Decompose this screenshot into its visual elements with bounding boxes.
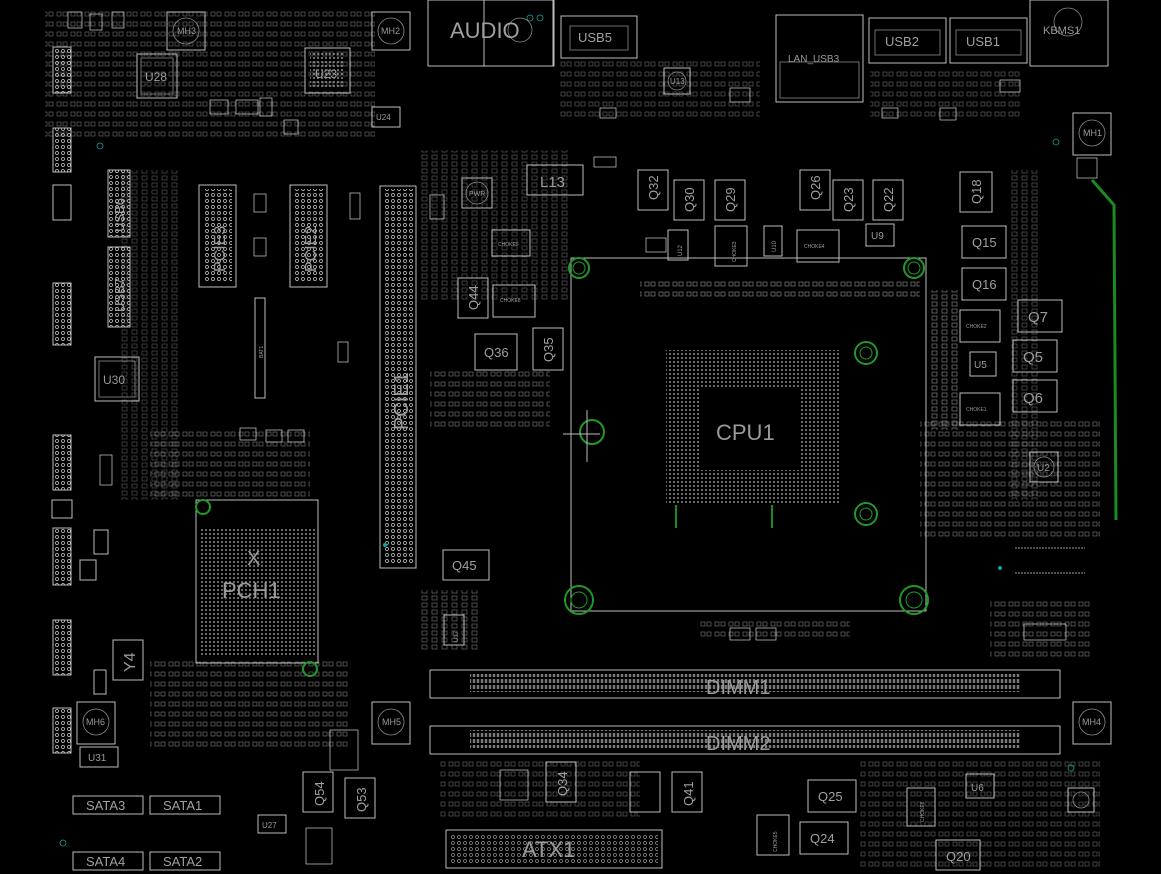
q36-label: Q36 <box>484 345 509 360</box>
usb6-label: USB6 <box>112 198 127 232</box>
q26-label: Q26 <box>808 175 823 200</box>
u23-label: U23 <box>315 67 337 81</box>
pcie1-label: PCIE1 <box>391 372 413 430</box>
u10-label: U10 <box>772 240 778 252</box>
dimm-slots: DIMM1 DIMM2 <box>429 669 1061 755</box>
mh1-label: MH1 <box>1083 128 1102 138</box>
q29-label: Q29 <box>723 187 738 212</box>
pch1-label: PCH1 <box>222 578 281 603</box>
svg-text:X: X <box>247 548 260 570</box>
u24-label: U24 <box>376 113 391 122</box>
u5-label: U5 <box>974 360 987 371</box>
q54-label: Q54 <box>312 781 327 806</box>
cpu1-label: CPU1 <box>716 420 775 445</box>
choke4-label: CHOKE4 <box>804 244 825 250</box>
q7-label: Q7 <box>1028 309 1048 326</box>
choke2-label: CHOKE2 <box>966 324 987 330</box>
usb5-label: USB5 <box>578 30 612 45</box>
atx1-label: ATX1 <box>522 837 575 862</box>
u12-label: U12 <box>678 244 684 256</box>
u17-label: U17 <box>454 630 460 642</box>
mounting-holes: MH3 MH2 MH1 MH6 MH5 MH4 <box>76 11 1112 745</box>
bat1-label: BAT1 <box>259 346 265 358</box>
q5-label: Q5 <box>1023 349 1043 366</box>
q22-label: Q22 <box>881 187 896 212</box>
mh2-label: MH2 <box>381 26 400 36</box>
top-ics: U28 U23 U24 U13 L13 PWR <box>136 47 691 209</box>
sata1-label: SATA1 <box>163 798 202 813</box>
choke3-label: CHOKE3 <box>732 241 738 262</box>
q34-label: Q34 <box>555 771 570 796</box>
sata4-label: SATA4 <box>86 854 125 869</box>
pcie1-slot: PCIE1 <box>379 185 417 569</box>
mid-left-headers: USB6 USB7 PCIE3 PCIE2 BAT1 U30 <box>94 169 328 402</box>
choke1-label: CHOKE1 <box>966 407 987 413</box>
audio-label: AUDIO <box>450 18 520 43</box>
u28-label: U28 <box>145 70 167 84</box>
mh3-label: MH3 <box>177 26 196 36</box>
vrm-area: Q32 Q30 Q29 Q26 Q23 Q22 Q18 Q15 Q16 Q7 Q… <box>442 169 1085 646</box>
q45-label: Q45 <box>452 558 477 573</box>
q44-label: Q44 <box>466 285 481 310</box>
sata2-label: SATA2 <box>163 854 202 869</box>
q24-label: Q24 <box>810 831 835 846</box>
y4-label: Y4 <box>122 652 139 672</box>
q32-label: Q32 <box>646 175 661 200</box>
u6-label: U6 <box>971 783 984 794</box>
kbms1-label: KBMS1 <box>1043 25 1080 37</box>
dimm1-label: DIMM1 <box>706 677 770 699</box>
lan-usb3-label: LAN_USB3 <box>788 54 840 65</box>
q53-label: Q53 <box>354 787 369 812</box>
q35-label: Q35 <box>541 337 556 362</box>
u2-label: U2 <box>1037 463 1050 474</box>
choke5-label: CHOKE5 <box>773 831 779 852</box>
rear-io: AUDIO USB5 LAN_USB3 USB2 USB1 KBMS1 <box>427 0 1109 103</box>
choke6-label: CHOKE6 <box>920 801 926 822</box>
dimm2-label: DIMM2 <box>706 733 770 755</box>
choke9-label: CHOKE9 <box>498 242 519 248</box>
cpu-socket: CPU1 <box>563 257 929 615</box>
mh4-label: MH4 <box>1082 717 1101 727</box>
pwr-label: PWR <box>469 191 485 198</box>
mh6-label: MH6 <box>86 717 105 727</box>
q15-label: Q15 <box>972 235 997 250</box>
q41-label: Q41 <box>681 781 696 806</box>
sata3-label: SATA3 <box>86 798 125 813</box>
mh5-label: MH5 <box>382 717 401 727</box>
usb1-label: USB1 <box>966 34 1000 49</box>
q23-label: Q23 <box>841 187 856 212</box>
q16-label: Q16 <box>972 277 997 292</box>
u31-label: U31 <box>88 753 107 764</box>
u13-label: U13 <box>670 77 685 86</box>
l13-label: L13 <box>540 174 565 191</box>
left-headers <box>51 46 109 754</box>
choke8-label: CHOKE8 <box>500 298 521 304</box>
q6-label: Q6 <box>1023 390 1043 407</box>
u27-label: U27 <box>262 821 277 830</box>
pcie3-label: PCIE3 <box>212 226 229 272</box>
u30-label: U30 <box>103 373 125 387</box>
q18-label: Q18 <box>969 179 984 204</box>
pch-chip: PCH1 X Y4 <box>112 499 319 681</box>
q30-label: Q30 <box>682 187 697 212</box>
q25-label: Q25 <box>818 789 843 804</box>
pcie2-label: PCIE2 <box>303 226 320 272</box>
q20-label: Q20 <box>946 849 971 864</box>
misc-small-parts <box>67 11 1098 865</box>
bottom-components: ATX1 SATA3 SATA1 SATA4 SATA2 U31 U27 Q54… <box>72 746 1095 871</box>
usb2-label: USB2 <box>885 34 919 49</box>
usb7-label: USB7 <box>112 278 127 312</box>
u9-label: U9 <box>871 231 884 242</box>
green-traces <box>59 138 1118 847</box>
